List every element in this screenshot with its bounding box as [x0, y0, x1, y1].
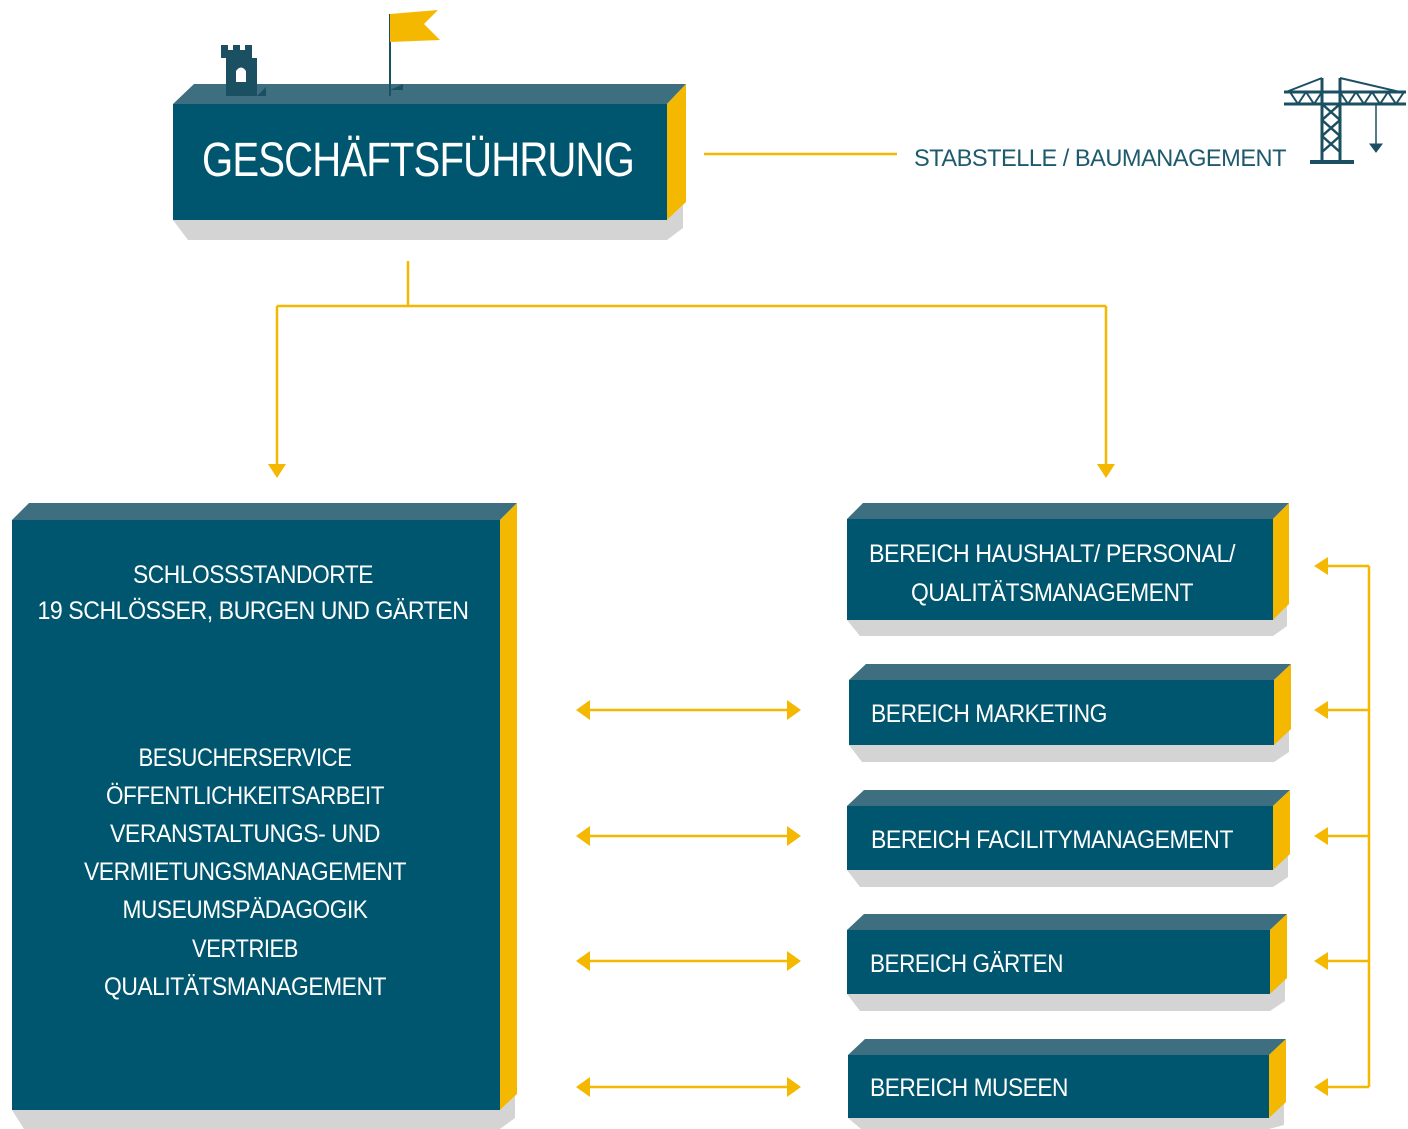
locations-header-line: SCHLOSSSTANDORTE [133, 561, 373, 589]
service-line: QUALITÄTSMANAGEMENT [104, 973, 386, 1001]
bidirectional-arrow [576, 826, 801, 846]
department-box-facility: BEREICH FACILITYMANAGEMENT [847, 790, 1290, 887]
management-title: GESCHÄFTSFÜHRUNG [202, 134, 634, 187]
service-line: VERANSTALTUNGS- UND [110, 820, 380, 848]
locations-box-top [12, 503, 517, 520]
locations-box-shadow [12, 1096, 515, 1129]
department-label: BEREICH GÄRTEN [870, 950, 1063, 978]
department-label: QUALITÄTSMANAGEMENT [911, 579, 1193, 607]
locations-box-side [500, 503, 517, 1110]
department-label: BEREICH MUSEEN [870, 1074, 1068, 1102]
bracket-arrow [1314, 1078, 1328, 1096]
staff-unit-label: STABSTELLE / BAUMANAGEMENT [914, 145, 1287, 172]
department-label: BEREICH MARKETING [871, 700, 1107, 728]
locations-box-front [12, 520, 500, 1110]
bidirectional-arrow [576, 700, 801, 720]
service-line: ÖFFENTLICHKEITSARBEIT [106, 782, 384, 810]
department-box-museen: BEREICH MUSEEN [848, 1039, 1286, 1129]
department-label: BEREICH FACILITYMANAGEMENT [871, 826, 1233, 854]
department-box-haushalt: BEREICH HAUSHALT/ PERSONAL/ QUALITÄTSMAN… [847, 503, 1289, 636]
management-connectors [268, 261, 1115, 478]
department-box-marketing: BEREICH MARKETING [849, 664, 1291, 762]
management-box-front [173, 104, 667, 220]
crane-icon [1284, 77, 1406, 164]
locations-box: SCHLOSSSTANDORTE 19 SCHLÖSSER, BURGEN UN… [12, 503, 517, 1129]
service-line: VERMIETUNGSMANAGEMENT [84, 858, 406, 886]
management-box: GESCHÄFTSFÜHRUNG [173, 84, 686, 240]
service-line: VERTRIEB [192, 935, 298, 963]
arrow-down-left [268, 464, 286, 478]
bracket-arrow [1314, 701, 1328, 719]
flag-icon [389, 10, 440, 96]
management-box-shadow [173, 205, 683, 240]
department-label: BEREICH HAUSHALT/ PERSONAL/ [869, 540, 1236, 568]
bidirectional-arrow [576, 951, 801, 971]
tower-icon [221, 45, 266, 96]
management-box-top [173, 84, 686, 104]
locations-header-line: 19 SCHLÖSSER, BURGEN UND GÄRTEN [38, 597, 469, 625]
bracket-arrow [1314, 557, 1328, 575]
department-box-gaerten: BEREICH GÄRTEN [847, 914, 1287, 1011]
department-bracket [1314, 557, 1371, 1096]
bracket-arrow [1314, 952, 1328, 970]
management-box-side [667, 84, 686, 220]
arrow-down-right [1097, 464, 1115, 478]
service-line: MUSEUMSPÄDAGOGIK [123, 896, 369, 924]
bracket-arrow [1314, 827, 1328, 845]
service-line: BESUCHERSERVICE [139, 744, 352, 772]
bidirectional-arrow [576, 1077, 801, 1097]
